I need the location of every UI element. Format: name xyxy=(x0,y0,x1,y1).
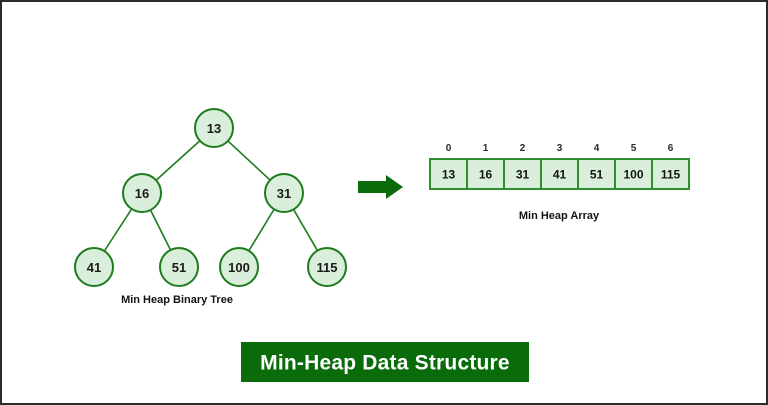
array-index-label: 0 xyxy=(446,143,452,154)
array-cell[interactable]: 13 xyxy=(429,158,468,190)
tree-node[interactable]: 41 xyxy=(74,247,114,287)
tree-node[interactable]: 13 xyxy=(194,108,234,148)
array-index-label: 2 xyxy=(520,143,526,154)
tree-edge xyxy=(155,140,201,181)
array-cell-box xyxy=(651,158,690,190)
node-value: 31 xyxy=(277,186,291,201)
array-cell-value: 41 xyxy=(553,168,567,182)
node-value: 16 xyxy=(135,186,149,201)
array-index-label: 4 xyxy=(594,143,600,154)
tree-caption: Min Heap Binary Tree xyxy=(121,294,233,306)
right-arrow-icon xyxy=(358,175,403,199)
node-value: 13 xyxy=(207,121,221,136)
node-value: 51 xyxy=(172,260,186,275)
array-cell[interactable]: 41 xyxy=(540,158,579,190)
array-index-label: 5 xyxy=(631,143,637,154)
node-circle xyxy=(194,108,234,148)
node-circle xyxy=(74,247,114,287)
array-index-label: 3 xyxy=(557,143,563,154)
array-caption: Min Heap Array xyxy=(519,210,600,222)
tree-node[interactable]: 31 xyxy=(264,173,304,213)
tree-node[interactable]: 100 xyxy=(219,247,259,287)
right-arrow-shape xyxy=(358,175,403,199)
array-cells-group: 13 0 16 1 31 2 41 3 51 4 100 5 115 6 xyxy=(429,143,690,190)
node-circle xyxy=(159,247,199,287)
array-cell-value: 31 xyxy=(516,168,530,182)
array-cell-box xyxy=(577,158,616,190)
array-cell[interactable]: 100 xyxy=(614,158,653,190)
node-circle xyxy=(264,173,304,213)
node-circle xyxy=(219,247,259,287)
array-index-label: 6 xyxy=(668,143,674,154)
banner-title: Min-Heap Data Structure xyxy=(260,352,510,375)
node-circle xyxy=(122,173,162,213)
tree-edge xyxy=(227,140,271,181)
tree-edge xyxy=(103,208,133,252)
tree-node[interactable]: 115 xyxy=(307,247,347,287)
array-index-label: 1 xyxy=(483,143,489,154)
tree-edge xyxy=(248,208,275,252)
tree-node[interactable]: 51 xyxy=(159,247,199,287)
tree-edge xyxy=(292,209,319,251)
node-value: 41 xyxy=(87,260,101,275)
array-cell-value: 100 xyxy=(623,168,643,182)
array-cell[interactable]: 16 xyxy=(466,158,505,190)
array-cell-value: 16 xyxy=(479,168,493,182)
array-cell[interactable]: 31 xyxy=(503,158,542,190)
array-cell-value: 115 xyxy=(661,168,681,182)
node-value: 115 xyxy=(317,260,338,275)
array-cell[interactable]: 51 xyxy=(577,158,616,190)
tree-node[interactable]: 16 xyxy=(122,173,162,213)
banner-background xyxy=(241,342,529,382)
array-cell[interactable]: 115 xyxy=(651,158,690,190)
node-value: 100 xyxy=(228,260,250,275)
array-cell-value: 51 xyxy=(590,168,604,182)
node-circle xyxy=(307,247,347,287)
tree-nodes-group: 13 16 31 41 51 100 115 xyxy=(74,108,347,287)
tree-edge xyxy=(149,209,172,251)
array-cell-value: 13 xyxy=(442,168,456,182)
tree-edges-group xyxy=(103,140,319,252)
